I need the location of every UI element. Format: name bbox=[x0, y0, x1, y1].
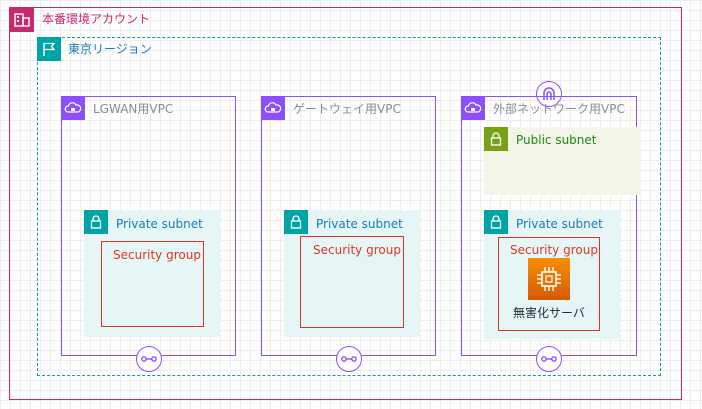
account-group bbox=[9, 7, 682, 400]
public-subnet bbox=[484, 127, 641, 195]
cloud-lock-icon bbox=[461, 96, 485, 120]
padlock-icon bbox=[84, 210, 108, 234]
account-icon bbox=[10, 8, 34, 32]
account-label: 本番環境アカウント bbox=[42, 12, 151, 26]
cloud-lock-icon bbox=[61, 96, 85, 120]
region-label: 東京リージョン bbox=[68, 42, 152, 56]
chip-icon bbox=[528, 258, 570, 300]
internet-gateway-icon bbox=[536, 81, 562, 107]
padlock-icon bbox=[484, 210, 508, 234]
subnet-label: Private subnet bbox=[516, 217, 603, 231]
vpc-endpoint-icon bbox=[336, 346, 362, 372]
subnet-label: Private subnet bbox=[316, 217, 403, 231]
security-group-label: Security group bbox=[113, 248, 201, 262]
vpc-endpoint-icon bbox=[536, 346, 562, 372]
vpc-label: 外部ネットワーク用VPC bbox=[493, 102, 625, 116]
security-group bbox=[101, 241, 204, 327]
padlock-icon bbox=[284, 210, 308, 234]
vpc-endpoint-icon bbox=[136, 346, 162, 372]
cloud-lock-icon bbox=[261, 96, 285, 120]
subnet-label: Private subnet bbox=[116, 217, 203, 231]
subnet-label: Public subnet bbox=[516, 133, 597, 147]
security-group bbox=[300, 236, 404, 328]
security-group-label: Security group bbox=[510, 243, 598, 257]
server-label: 無害化サーバ bbox=[513, 306, 585, 320]
region-group bbox=[37, 37, 661, 376]
flag-icon bbox=[37, 37, 61, 61]
security-group-label: Security group bbox=[313, 243, 401, 257]
security-group bbox=[498, 237, 600, 331]
padlock-icon bbox=[484, 127, 508, 151]
vpc-label: ゲートウェイ用VPC bbox=[293, 102, 401, 116]
vpc-label: LGWAN用VPC bbox=[93, 102, 174, 116]
